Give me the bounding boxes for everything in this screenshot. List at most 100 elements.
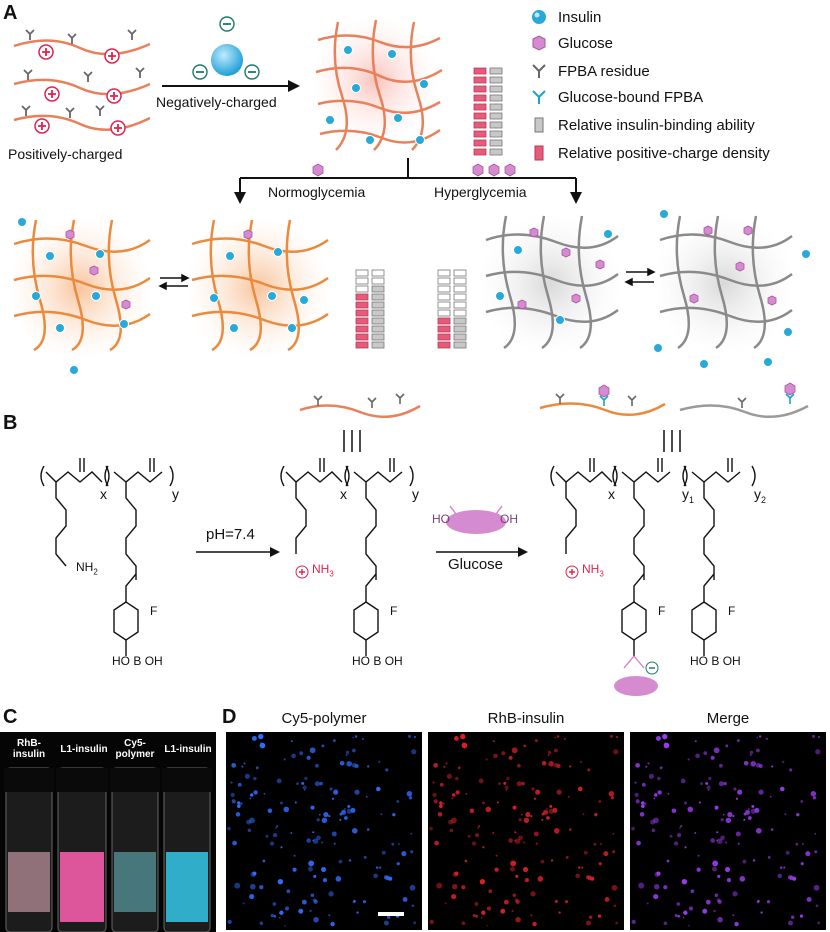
fluorescence-spot [231, 762, 236, 768]
fluorescence-spot [733, 787, 737, 791]
fluorescence-spot [514, 831, 517, 834]
fluorescence-spot [673, 841, 679, 846]
fluorescence-spot [515, 899, 520, 904]
fluorescence-spot [312, 838, 319, 844]
fluorescence-spot [521, 813, 523, 816]
fluorescence-spot [641, 804, 645, 808]
pink-bar-icon [528, 144, 550, 162]
fluorescence-spot [799, 914, 804, 918]
fluorescence-spot [504, 785, 509, 790]
fluorescence-spot [698, 801, 701, 804]
normo-network-2 [191, 219, 329, 352]
fluorescence-spot [533, 797, 537, 800]
fluorescence-spot [662, 733, 668, 740]
fluorescence-spot [711, 866, 717, 872]
fluorescence-spot [455, 776, 459, 781]
fluorescence-spot [707, 789, 710, 791]
fluorescence-spot [604, 897, 610, 902]
fluorescence-spot [386, 915, 391, 919]
fluorescence-spot [402, 897, 408, 902]
fluorescence-spot [312, 839, 315, 842]
fluorescence-spot [310, 893, 315, 898]
fluorescence-spot [680, 778, 686, 784]
fluorescence-spot [503, 781, 507, 785]
fluorescence-spot [443, 765, 446, 768]
fluorescence-spot [321, 744, 325, 748]
fluorescence-spot [653, 893, 659, 900]
fluorescence-spot [671, 808, 677, 814]
fluorescence-spot [716, 838, 723, 844]
fluorescence-spot [488, 889, 493, 894]
fluorescence-spot [523, 866, 529, 873]
fluorescence-spot [568, 828, 572, 831]
fluorescence-spot [461, 921, 466, 926]
fluorescence-spot [706, 785, 711, 790]
fluorescence-spot [777, 873, 783, 879]
fluorescence-spot [541, 818, 544, 821]
fluorescence-spot [756, 900, 760, 904]
fluorescence-spot [760, 911, 763, 914]
legend-insulin-label: Insulin [558, 8, 602, 26]
fluorescence-spot [806, 897, 812, 902]
fluorescence-spot [492, 831, 495, 834]
fluorescence-spot [385, 875, 391, 881]
fluorescence-spot [478, 825, 481, 828]
fluorescence-spot [812, 734, 815, 738]
legend-insulin-binding: Relative insulin-binding ability [528, 114, 755, 136]
fluorescence-spot [530, 891, 536, 897]
fluorescence-spot [290, 831, 293, 834]
fluorescence-spot [588, 915, 593, 919]
fluorescence-spot [433, 762, 438, 768]
fluorescence-spot [461, 742, 468, 749]
fluorescence-spot [328, 914, 331, 917]
monomer3-x: x [608, 486, 615, 502]
micro-title-rhb: RhB-insulin [487, 710, 565, 727]
fluorescence-spot [444, 902, 447, 905]
fluorescence-spot [306, 755, 311, 760]
fluorescence-spot [645, 765, 648, 768]
fluorescence-spot [556, 735, 560, 738]
fluorescence-spot [656, 871, 661, 876]
fluorescence-spot [352, 900, 356, 904]
fluorescence-spot [720, 818, 724, 822]
legend-charge-density-label: Relative positive-charge density [558, 144, 770, 162]
fluorescence-spot [636, 840, 641, 846]
fluorescence-spot [276, 778, 282, 784]
fluorescence-spot [814, 832, 817, 835]
fluorescence-spot [556, 789, 562, 795]
fluorescence-spot [241, 765, 244, 768]
fluorescence-spot [237, 801, 241, 805]
legend-glucose-bound-fpba: Glucose-bound FPBA [528, 86, 703, 108]
amine-nh3-1: NH3 [312, 562, 334, 579]
fluorescence-spot [530, 815, 533, 818]
fluorescence-spot [734, 921, 739, 927]
fluorescence-spot [531, 787, 535, 791]
monomer-2 [280, 458, 414, 656]
fluorescence-spot [482, 846, 485, 849]
vial-label-4: L1-insulin [164, 744, 212, 755]
fluorescence-spot [396, 862, 400, 866]
fluorescence-spot [635, 799, 640, 804]
fluorescence-spot [643, 802, 647, 805]
fluorescence-spot [546, 816, 550, 820]
fluorescence-spot [525, 812, 531, 818]
fluorescence-spot [717, 899, 722, 904]
fluorescence-spot [345, 750, 350, 755]
fluorescence-spot [352, 736, 355, 739]
fluorescence-spot [348, 859, 352, 862]
fluorescence-spot [439, 782, 444, 787]
fluorescence-spot [328, 815, 331, 818]
fluorescence-spot [354, 735, 358, 738]
fluorescence-spot [514, 839, 517, 842]
fluorescence-spot [543, 809, 549, 815]
fluorescence-spot [471, 841, 477, 846]
fluorescence-spot [735, 831, 741, 837]
fluorescence-spot [250, 793, 254, 797]
fluorescence-spot [518, 818, 522, 822]
fluorescence-spot [684, 846, 687, 849]
fluorescence-spot [232, 840, 237, 846]
fluorescence-spot [312, 831, 315, 834]
bar-indicator-top [473, 67, 503, 156]
fluorescence-spot [234, 882, 241, 889]
fluorescence-spot [511, 909, 514, 913]
